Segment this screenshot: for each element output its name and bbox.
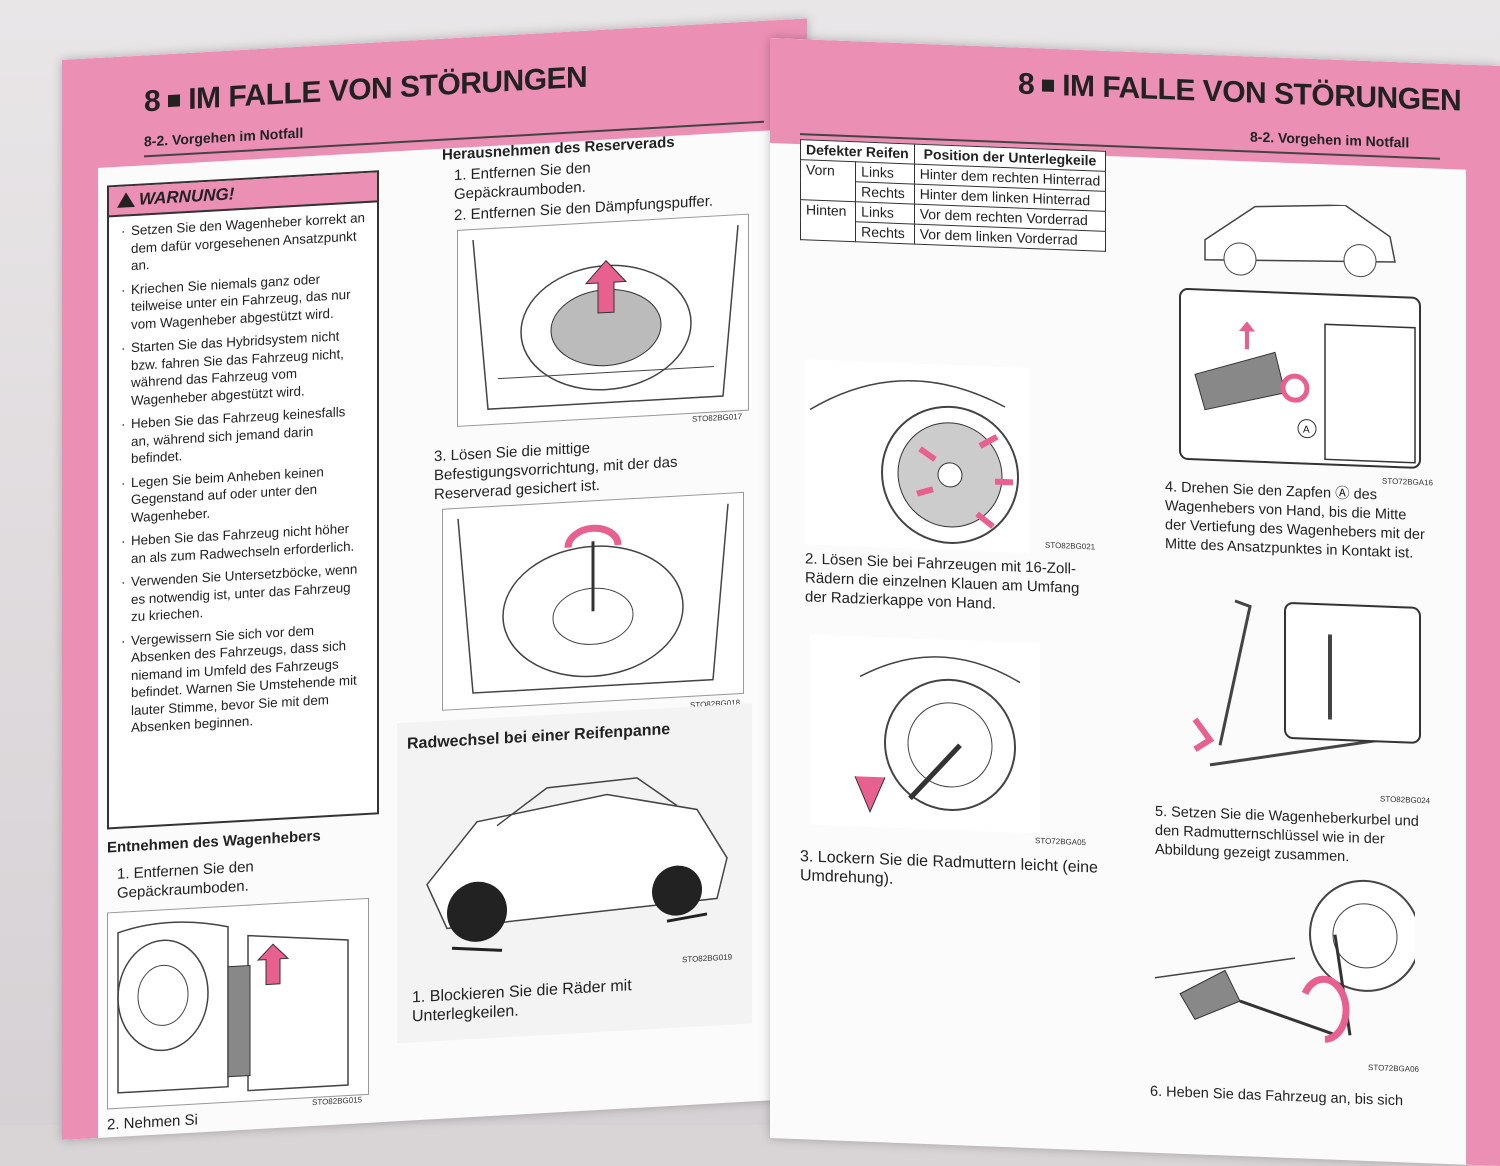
chock-position-table: Defekter Reifen Position der Unterlegkei… [800,139,1107,252]
lift-figure [1154,868,1421,1063]
trunk-illustration [472,225,739,410]
lift-illustration [1154,879,1421,1043]
figure-code: STO82BG021 [1045,540,1096,552]
car-chock-figure [407,747,737,965]
jack-point-figure: A [1175,199,1425,474]
left-margin-band [62,57,98,1140]
warning-item: Vergewissern Sie sich vor dem Absenken d… [121,618,367,737]
figure-code: STO72BGA06 [1368,1062,1419,1074]
chapter-square-icon [168,93,181,107]
right-step-3: 3. Lockern Sie die Radmuttern leicht (ei… [800,848,1098,888]
warning-item: Kriechen Sie niemals ganz oder teilweise… [121,267,367,333]
right-step-6: 6. Heben Sie das Fahrzeug an, bis sich [1150,1083,1404,1110]
warning-item: Setzen Sie den Wagenheber korrekt an dem… [121,209,367,275]
jack-step-1: 1. Entfernen Sie den Gepäckraumboden. [117,858,254,902]
wheel-nuts-figure [810,634,1040,834]
table-cell: Rechts [855,181,915,205]
figure-code: STO72BGA05 [1035,836,1086,848]
car-illustration [426,777,728,952]
jack-step-2: 2. Nehmen Si [107,1111,198,1134]
table-cell: Rechts [855,221,915,245]
warning-box: WARNUNG! Setzen Sie den Wagenheber korre… [107,170,379,830]
table-cell: Vorn [800,159,856,202]
right-margin-band [1466,64,1500,1166]
figure-code: STO82BG015 [312,1095,363,1108]
chapter-number: 8 [144,84,161,119]
warning-item: Legen Sie beim Anheben keinen Gegenstand… [121,460,367,526]
spare-figure-1 [457,213,749,427]
right-step-5: 5. Setzen Sie die Wagenheberkurbel und d… [1155,803,1419,866]
table-cell: Hinten [800,199,856,242]
table-cell: Links [855,201,915,225]
right-step-2: 2. Lösen Sie bei Fahrzeugen mit 16-Zoll-… [805,550,1080,613]
warning-item: Verwenden Sie Untersetzböcke, wenn es no… [121,560,367,626]
jack-illustration [117,921,349,1094]
spare-step-3: 3. Lösen Sie die mittige Befestigungsvor… [434,439,678,504]
label-a: A [1303,424,1310,435]
warning-item: Heben Sie das Fahrzeug keinesfalls an, w… [121,402,367,468]
warning-item: Heben Sie das Fahrzeug nicht höher an al… [121,519,367,568]
crank-illustration [1192,599,1421,767]
figure-code: STO82BG024 [1380,794,1431,806]
wheelcap-figure [805,359,1030,553]
spare-figure-2 [442,491,744,711]
right-step-4: 4. Drehen Sie den Zapfen Ⓐ des Wagenhebe… [1165,479,1425,562]
warning-item: Starten Sie das Hybridsystem nicht bzw. … [121,326,367,410]
figure-code: STO82BG017 [692,411,743,424]
jack-point-illustration: A [1179,204,1421,469]
wheel-nuts-illustration [854,656,1021,814]
warning-triangle-icon [117,191,135,208]
crank-figure [1180,589,1425,793]
chapter-square-icon [1042,79,1055,92]
jack-heading: Entnehmen des Wagenhebers [107,827,321,857]
table-cell: Links [855,161,915,185]
warning-title: WARNUNG! [139,184,235,209]
spare-wheel-illustration [457,503,729,694]
warning-list: Setzen Sie den Wagenheber korrekt an dem… [109,202,377,737]
chapter-number: 8 [1018,67,1035,102]
jack-figure [107,897,369,1110]
wheelcap-illustration [809,380,1019,544]
